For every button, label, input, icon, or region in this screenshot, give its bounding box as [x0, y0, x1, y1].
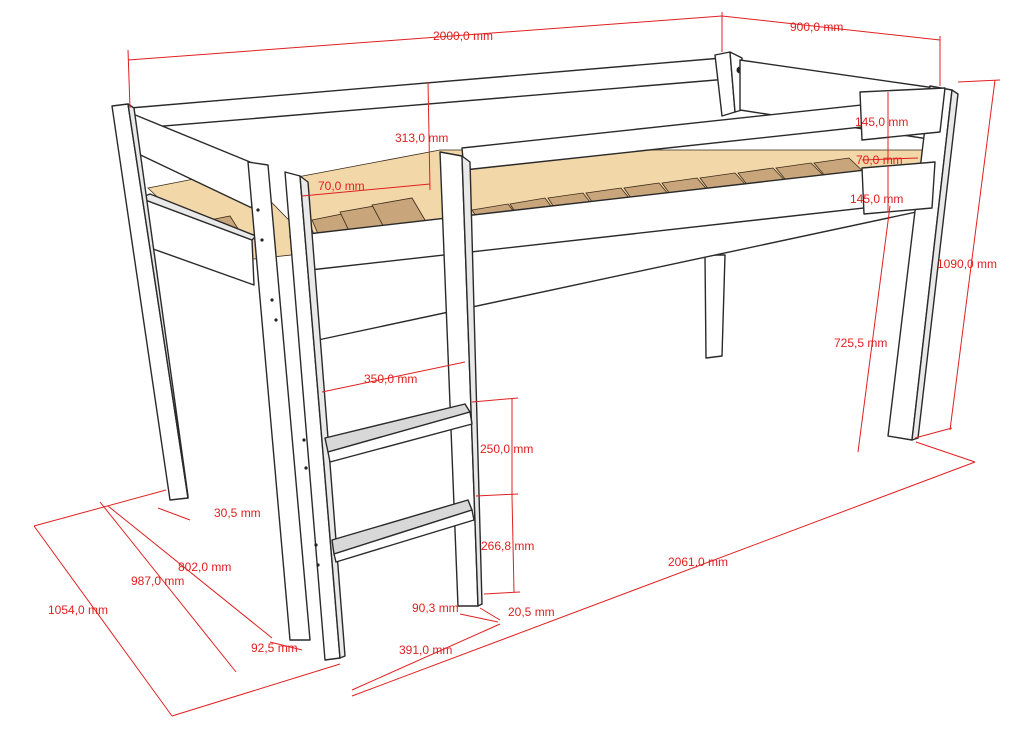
label-total-width: 900,0 mm — [790, 20, 843, 34]
label-gap-right: 70,0 mm — [856, 153, 903, 167]
label-rail-bottom: 145,0 mm — [850, 192, 903, 206]
back-guard-rail — [129, 57, 741, 129]
label-rail-top: 145,0 mm — [855, 115, 908, 129]
label-rung-top: 250,0 mm — [480, 442, 533, 456]
label-overall-length: 2061,0 mm — [668, 555, 728, 569]
ladder-rung-bottom-face — [333, 509, 475, 563]
ladder-rung-top-face — [327, 411, 473, 463]
left-back-leg-side — [127, 103, 189, 499]
label-offset-92: 92,5 mm — [251, 641, 298, 655]
label-depth-987: 987,0 mm — [131, 574, 184, 588]
label-ladder-offset: 391,0 mm — [399, 643, 452, 657]
left-front-leg — [247, 161, 311, 641]
right-front-leg-side — [911, 89, 959, 441]
right-end-bottom-rail — [861, 161, 936, 215]
right-back-leg — [704, 254, 726, 359]
label-ladder-depth: 90,3 mm — [412, 601, 459, 615]
label-gap-left: 70,0 mm — [318, 179, 365, 193]
bed-frame — [111, 51, 959, 661]
right-end-top-rail — [859, 87, 946, 141]
dimension-lines — [33, 12, 1001, 717]
label-leg-height: 725,5 mm — [834, 336, 887, 350]
ladder-post-left-front — [299, 175, 346, 659]
label-guard-height: 313,0 mm — [395, 131, 448, 145]
label-leg-thickness: 30,5 mm — [214, 506, 261, 520]
label-ladder-width: 350,0 mm — [364, 372, 417, 386]
label-rung-bottom: 266,8 mm — [481, 539, 534, 553]
ladder-post-right-side — [461, 155, 483, 607]
label-depth-1054: 1054,0 mm — [48, 603, 108, 617]
label-total-length: 2000,0 mm — [433, 29, 493, 43]
label-depth-802: 802,0 mm — [178, 560, 231, 574]
dimension-labels: 2000,0 mm 900,0 mm 313,0 mm 145,0 mm 70,… — [48, 20, 997, 657]
label-total-height: 1090,0 mm — [937, 257, 997, 271]
label-ladder-thickness: 20,5 mm — [508, 605, 555, 619]
